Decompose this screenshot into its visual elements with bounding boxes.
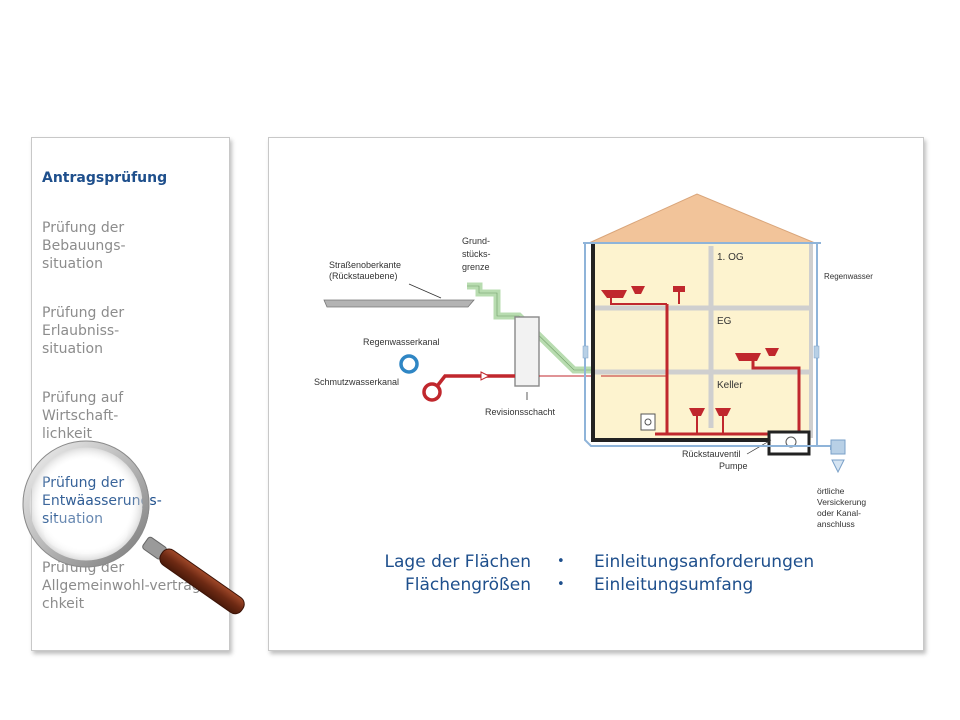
sink-keller-2	[715, 408, 731, 416]
requirement-right-2: Einleitungsumfang	[594, 575, 754, 595]
label-rainwater: Regenwasser	[824, 272, 873, 281]
label-infiltration-4: anschluss	[817, 519, 855, 529]
label-floor-eg: EG	[717, 316, 732, 327]
requirements-row-2: Flächengrößen • Einleitungsumfang	[269, 575, 923, 597]
road-surface	[323, 299, 475, 308]
requirement-left-1: Lage der Flächen	[384, 552, 531, 572]
label-boundary-3: grenze	[462, 262, 490, 272]
sink-keller-1	[689, 408, 705, 416]
label-road-sub: (Rückstauebene)	[329, 271, 398, 281]
waste-branch-keller	[696, 416, 724, 434]
rain-sewer-symbol	[399, 354, 419, 374]
nav-item-entwaesserungssituation[interactable]: Prüfung der Entwäasserungs- situation	[42, 475, 162, 527]
house-roof	[588, 193, 816, 244]
label-valve: Rückstauventil	[682, 449, 741, 459]
flow-arrow	[480, 371, 491, 381]
inspection-shaft	[514, 316, 540, 387]
nav-item-erlaubnissituation[interactable]: Prüfung der Erlaubniss- situation	[42, 305, 125, 357]
label-pump: Pumpe	[719, 461, 748, 471]
requirements-row-1: Lage der Flächen • Einleitungsanforderun…	[269, 552, 923, 574]
waste-stack-eg	[751, 361, 801, 434]
label-boundary-2: stücks-	[462, 249, 491, 259]
sink-og	[631, 286, 645, 294]
bathtub-eg	[735, 353, 761, 361]
bullet-separator-2: •	[557, 577, 565, 592]
bullet-separator-1: •	[557, 554, 565, 569]
waste-pipe-street	[436, 374, 515, 387]
washing-machine	[640, 413, 656, 431]
requirement-right-1: Einleitungsanforderungen	[594, 552, 815, 572]
label-waste-sewer: Schmutzwasserkanal	[314, 377, 399, 387]
label-floor-keller: Keller	[717, 380, 743, 391]
green-pipe-outline	[467, 285, 601, 371]
label-boundary-1: Grund-	[462, 236, 490, 246]
label-inspection: Revisionsschacht	[485, 407, 556, 417]
basin-og	[673, 286, 685, 292]
label-infiltration-1: örtliche	[817, 486, 845, 496]
requirement-left-2: Flächengrößen	[404, 575, 531, 595]
nav-item-wirtschaftlichkeit[interactable]: Prüfung auf Wirtschaft- lichkeit	[42, 390, 124, 442]
navigation-panel: Antragsprüfung Prüfung der Bebauungs- si…	[31, 137, 230, 651]
waste-sewer-symbol	[422, 382, 442, 402]
road-pointer	[408, 283, 442, 299]
nav-item-allgemeinwohlvertraeglichkeit[interactable]: Prüfung der Allgemeinwohl-vertrag chkeit	[42, 560, 201, 612]
washing-machine-door	[644, 418, 652, 426]
nav-item-bebauungssituation[interactable]: Prüfung der Bebauungs- situation	[42, 220, 126, 272]
label-infiltration-3: oder Kanal-	[817, 508, 861, 518]
house-body	[593, 244, 811, 440]
downpipe-clamp-right	[813, 345, 820, 359]
nav-item-antragspruefung[interactable]: Antragsprüfung	[42, 170, 168, 186]
rain-downpipe-right	[816, 243, 831, 447]
infiltration-funnel	[831, 459, 845, 474]
waste-branch-og	[610, 298, 667, 305]
infiltration-box	[830, 439, 846, 455]
content-panel: Straßenoberkante (Rückstauebene) Grund- …	[268, 137, 924, 651]
label-rain-sewer: Regenwasserkanal	[363, 337, 440, 347]
label-infiltration-2: Versickerung	[817, 497, 866, 507]
sink-eg	[765, 348, 779, 356]
drainage-diagram: Straßenoberkante (Rückstauebene) Grund- …	[314, 193, 873, 529]
bathtub-og	[601, 290, 627, 298]
downpipe-clamp-left	[582, 345, 589, 359]
label-road: Straßenoberkante	[329, 260, 401, 270]
label-floor-og: 1. OG	[717, 252, 744, 263]
